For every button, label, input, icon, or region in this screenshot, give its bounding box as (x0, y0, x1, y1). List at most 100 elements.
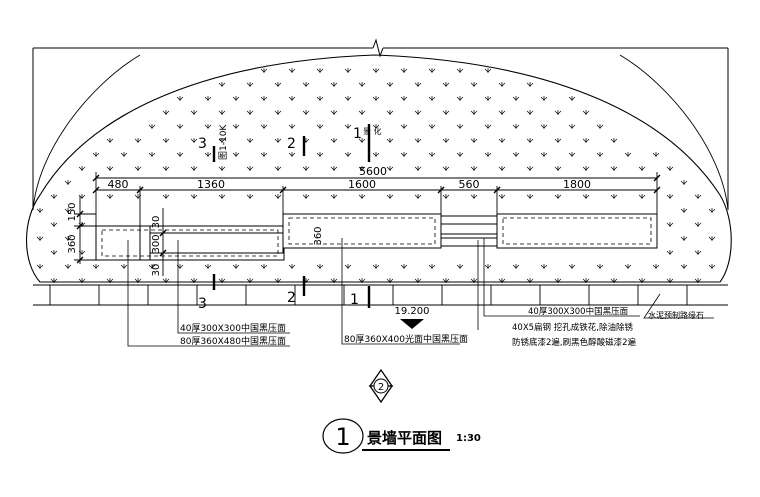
shrub-symbol (666, 194, 674, 199)
shrub-symbol (596, 152, 604, 157)
shrub-symbol (372, 68, 380, 73)
wall-cap (149, 232, 284, 254)
shrub-symbol (372, 152, 380, 157)
section-cut-lines (212, 124, 371, 308)
shrub-symbol (358, 166, 366, 171)
title-number: 1 (335, 423, 350, 451)
shrub-symbol (666, 250, 674, 255)
shrub-symbol (638, 166, 646, 171)
shrub-symbol (372, 124, 380, 129)
section-mark-3-bottom: 3 (198, 296, 207, 312)
index-number: 2 (378, 382, 384, 393)
shrub-symbol (330, 166, 338, 171)
title-text: 景墙平面图 (367, 429, 442, 447)
shrub-symbol (582, 110, 590, 115)
shrub-symbol (232, 124, 240, 129)
shrub-symbol (64, 180, 72, 185)
shrub-symbol (190, 166, 198, 171)
shrub-symbol (582, 194, 590, 199)
shrub-symbol (526, 138, 534, 143)
shrub-symbol (148, 124, 156, 129)
shrub-symbol (316, 152, 324, 157)
shrub-symbol (428, 68, 436, 73)
shrub-symbol (414, 278, 422, 283)
shrub-symbol (568, 96, 576, 101)
shrub-symbol (652, 264, 660, 269)
title-scale: 1:30 (456, 433, 481, 444)
shrub-symbol (484, 68, 492, 73)
elevation-label: 19.200 (395, 306, 430, 317)
shrub-symbol (288, 68, 296, 73)
shrub-symbol (288, 96, 296, 101)
shrub-symbol (232, 96, 240, 101)
shrub-symbol (484, 96, 492, 101)
shrub-symbol (526, 110, 534, 115)
shrub-symbol (540, 152, 548, 157)
shrub-symbol (358, 138, 366, 143)
annotation-granite-360x400: 80厚360X400光面中国黑压面 (344, 333, 468, 345)
shrub-symbol (288, 264, 296, 269)
shrub-symbol (470, 110, 478, 115)
shrub-symbol (512, 96, 520, 101)
shrub-symbol (386, 166, 394, 171)
shrub-symbol (428, 124, 436, 129)
shrub-symbol (428, 264, 436, 269)
shrub-symbol (78, 166, 86, 171)
shrub-symbol (512, 152, 520, 157)
wall-pier (139, 225, 151, 261)
shrub-symbol (246, 278, 254, 283)
title-block (322, 418, 450, 454)
section-mark-2-top: 2 (287, 136, 296, 152)
shrub-symbol (708, 236, 716, 241)
shrub-symbol (554, 166, 562, 171)
dim-total: 5600 (359, 165, 387, 178)
shrub-symbol (246, 138, 254, 143)
top-break-line (32, 38, 729, 210)
shrub-symbol (190, 138, 198, 143)
shrub-symbol (610, 166, 618, 171)
shrub-symbol (526, 82, 534, 87)
shrub-symbol (232, 264, 240, 269)
shrub-symbol (162, 194, 170, 199)
index-symbol (368, 368, 394, 404)
shrub-symbol (344, 96, 352, 101)
shrub-symbol (498, 278, 506, 283)
shrub-symbol (344, 68, 352, 73)
shrub-symbol (288, 152, 296, 157)
vertical-tag: 图1-10K (218, 124, 229, 160)
shrub-symbol (372, 264, 380, 269)
shrub-symbol (498, 166, 506, 171)
shrub-symbol (64, 264, 72, 269)
shrub-symbol (470, 194, 478, 199)
section-mark-1-top: 1 (353, 126, 362, 142)
shrub-symbol (176, 96, 184, 101)
shrub-symbol (162, 110, 170, 115)
shrub-symbol (400, 68, 408, 73)
shrub-symbol (92, 264, 100, 269)
section-mark-3-top: 3 (198, 136, 207, 152)
shrub-symbol (442, 82, 450, 87)
shrub-symbol (400, 96, 408, 101)
shrub-symbol (120, 264, 128, 269)
shrub-symbol (526, 166, 534, 171)
shrub-symbol (386, 278, 394, 283)
shrub-symbol (190, 194, 198, 199)
shrub-symbol (330, 138, 338, 143)
shrub-symbol (498, 138, 506, 143)
shrub-symbol (274, 138, 282, 143)
shrub-symbol (470, 138, 478, 143)
shrub-symbol (302, 166, 310, 171)
shrub-symbol (302, 194, 310, 199)
shrub-symbol (260, 96, 268, 101)
shrub-symbol (582, 278, 590, 283)
shrub-symbol (106, 278, 114, 283)
shrub-symbol (134, 166, 142, 171)
shrub-symbol (246, 110, 254, 115)
wall-segment-connector (440, 215, 498, 247)
shrub-symbol (358, 194, 366, 199)
annotation-concrete-curb: 水泥预制路缘石 (648, 310, 704, 320)
dim-inner-30b: 30 (151, 264, 162, 277)
shrub-symbol (176, 152, 184, 157)
shrub-symbol (218, 278, 226, 283)
